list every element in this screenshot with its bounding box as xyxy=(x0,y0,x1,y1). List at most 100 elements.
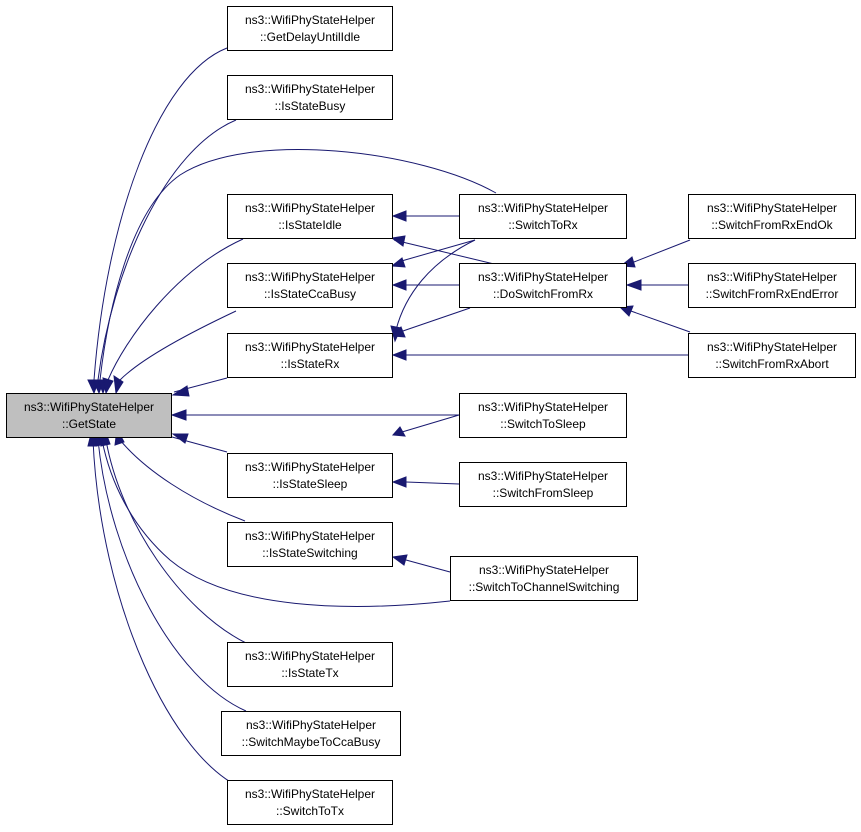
node-method-label: ::IsStateTx xyxy=(281,666,338,680)
edge-switch-to-tx xyxy=(92,439,247,791)
arrowhead xyxy=(391,210,407,222)
node-class-label: ns3::WifiPhyStateHelper xyxy=(707,201,837,215)
edge-switch-maybe-to-cca-busy xyxy=(97,439,247,712)
node-is-state-idle[interactable]: ns3::WifiPhyStateHelper ::IsStateIdle xyxy=(227,194,393,239)
arrowhead xyxy=(391,349,407,361)
node-class-label: ns3::WifiPhyStateHelper xyxy=(245,787,375,801)
node-box xyxy=(227,194,393,239)
node-method-label: ::GetDelayUntilIdle xyxy=(260,30,360,44)
edge-sleep-from-switch-from-sleep xyxy=(405,481,460,485)
node-class-label: ns3::WifiPhyStateHelper xyxy=(245,270,375,284)
edges xyxy=(92,47,691,791)
node-method-label: ::SwitchFromRxEndOk xyxy=(711,218,833,232)
node-box xyxy=(227,75,393,120)
node-method-label: ::IsStateBusy xyxy=(275,99,346,113)
node-method-label: ::SwitchMaybeToCcaBusy xyxy=(242,735,381,749)
edge-is-state-switching xyxy=(119,439,246,522)
edge-is-state-tx xyxy=(105,439,247,644)
arrowheads xyxy=(87,210,642,566)
node-switch-maybe-to-cca-busy[interactable]: ns3::WifiPhyStateHelper ::SwitchMaybeToC… xyxy=(221,711,401,756)
node-method-label: ::IsStateSleep xyxy=(273,477,348,491)
edge-rx-from-switch-to-rx xyxy=(395,239,476,331)
node-method-label: ::SwitchToSleep xyxy=(500,417,586,431)
node-box xyxy=(227,453,393,498)
edge-switch-to-channel-switching xyxy=(101,439,451,607)
node-box xyxy=(459,263,627,308)
arrowhead xyxy=(390,326,406,338)
node-is-state-tx[interactable]: ns3::WifiPhyStateHelper ::IsStateTx xyxy=(227,642,393,687)
edge-sleep-from-switch-to-sleep xyxy=(401,414,460,433)
node-class-label: ns3::WifiPhyStateHelper xyxy=(478,201,608,215)
node-do-switch-from-rx[interactable]: ns3::WifiPhyStateHelper ::DoSwitchFromRx xyxy=(459,263,627,308)
node-is-state-rx[interactable]: ns3::WifiPhyStateHelper ::IsStateRx xyxy=(227,333,393,378)
arrowhead xyxy=(391,426,406,437)
node-method-label: ::SwitchToChannelSwitching xyxy=(469,580,620,594)
edge-is-state-cca-busy xyxy=(119,310,237,381)
node-switch-from-sleep[interactable]: ns3::WifiPhyStateHelper ::SwitchFromSlee… xyxy=(459,462,627,507)
node-box xyxy=(450,556,638,601)
arrowhead xyxy=(113,374,124,395)
node-method-label: ::SwitchToRx xyxy=(508,218,577,232)
node-method-label: ::SwitchFromRxEndError xyxy=(706,287,839,301)
node-class-label: ns3::WifiPhyStateHelper xyxy=(478,400,608,414)
node-box xyxy=(688,333,856,378)
node-switch-to-sleep[interactable]: ns3::WifiPhyStateHelper ::SwitchToSleep xyxy=(459,393,627,438)
node-box xyxy=(221,711,401,756)
node-class-label: ns3::WifiPhyStateHelper xyxy=(246,718,376,732)
arrowhead xyxy=(390,257,406,268)
node-box xyxy=(227,6,393,51)
node-class-label: ns3::WifiPhyStateHelper xyxy=(245,340,375,354)
edge-is-state-busy xyxy=(97,119,237,381)
edge-do-switch-from-end-ok xyxy=(633,239,691,263)
arrowhead xyxy=(625,279,642,291)
node-class-label: ns3::WifiPhyStateHelper xyxy=(24,400,154,414)
node-class-label: ns3::WifiPhyStateHelper xyxy=(707,270,837,284)
node-method-label: ::DoSwitchFromRx xyxy=(493,287,593,301)
node-class-label: ns3::WifiPhyStateHelper xyxy=(245,460,375,474)
node-method-label: ::IsStateCcaBusy xyxy=(264,287,356,301)
node-is-state-sleep[interactable]: ns3::WifiPhyStateHelper ::IsStateSleep xyxy=(227,453,393,498)
edge-rx-from-do-switch-from-rx xyxy=(399,307,471,333)
edge-is-state-idle xyxy=(107,238,244,381)
arrowhead xyxy=(391,476,407,488)
node-method-label: ::IsStateRx xyxy=(281,357,340,371)
node-is-state-switching[interactable]: ns3::WifiPhyStateHelper ::IsStateSwitchi… xyxy=(227,522,393,567)
node-box xyxy=(227,263,393,308)
node-class-label: ns3::WifiPhyStateHelper xyxy=(245,82,375,96)
node-switch-from-rx-end-ok[interactable]: ns3::WifiPhyStateHelper ::SwitchFromRxEn… xyxy=(688,194,856,239)
node-switch-to-tx[interactable]: ns3::WifiPhyStateHelper ::SwitchToTx xyxy=(227,780,393,825)
node-box xyxy=(688,263,856,308)
node-method-label: ::IsStateIdle xyxy=(278,218,342,232)
node-get-delay-until-idle[interactable]: ns3::WifiPhyStateHelper ::GetDelayUntilI… xyxy=(227,6,393,51)
node-switch-from-rx-abort[interactable]: ns3::WifiPhyStateHelper ::SwitchFromRxAb… xyxy=(688,333,856,378)
edge-switching-from-channel-switching xyxy=(405,559,451,573)
node-method-label: ::SwitchFromRxAbort xyxy=(715,357,829,371)
node-class-label: ns3::WifiPhyStateHelper xyxy=(707,340,837,354)
arrowhead xyxy=(391,554,408,566)
arrowhead xyxy=(390,235,406,247)
arrowhead xyxy=(170,409,187,421)
arrowhead xyxy=(391,279,407,291)
node-method-label: ::GetState xyxy=(62,417,116,431)
node-switch-to-channel-switching[interactable]: ns3::WifiPhyStateHelper ::SwitchToChanne… xyxy=(450,556,638,601)
node-method-label: ::SwitchToTx xyxy=(276,804,344,818)
node-box xyxy=(227,522,393,567)
nodes: ns3::WifiPhyStateHelper ::GetState ns3::… xyxy=(6,6,856,825)
edge-switch-to-rx xyxy=(99,149,497,381)
node-method-label: ::SwitchFromSleep xyxy=(493,486,594,500)
node-box xyxy=(459,393,627,438)
node-class-label: ns3::WifiPhyStateHelper xyxy=(245,649,375,663)
node-switch-from-rx-end-error[interactable]: ns3::WifiPhyStateHelper ::SwitchFromRxEn… xyxy=(688,263,856,308)
node-class-label: ns3::WifiPhyStateHelper xyxy=(245,201,375,215)
node-class-label: ns3::WifiPhyStateHelper xyxy=(479,563,609,577)
node-class-label: ns3::WifiPhyStateHelper xyxy=(478,270,608,284)
arrowhead xyxy=(171,433,189,444)
node-switch-to-rx[interactable]: ns3::WifiPhyStateHelper ::SwitchToRx xyxy=(459,194,627,239)
edge-get-delay-until-idle xyxy=(93,47,228,381)
node-method-label: ::IsStateSwitching xyxy=(262,546,357,560)
node-box xyxy=(227,642,393,687)
node-is-state-cca-busy[interactable]: ns3::WifiPhyStateHelper ::IsStateCcaBusy xyxy=(227,263,393,308)
node-is-state-busy[interactable]: ns3::WifiPhyStateHelper ::IsStateBusy xyxy=(227,75,393,120)
node-get-state[interactable]: ns3::WifiPhyStateHelper ::GetState xyxy=(6,393,172,438)
